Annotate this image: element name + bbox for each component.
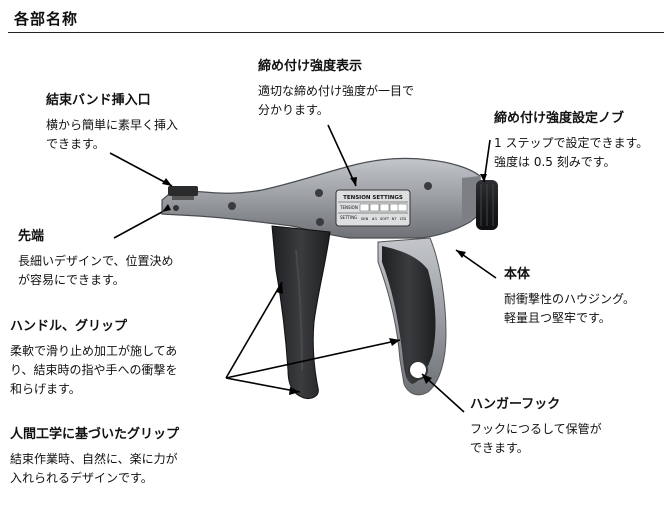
label-tension-display-desc: 適切な締め付け強度が一目で 分かります。 <box>258 84 415 117</box>
label-ergonomic-desc: 結束作業時、自然に、楽に力が 入れられるデザインです。 <box>10 452 178 485</box>
band-insert-slot <box>168 186 198 196</box>
label-hanger-heading: ハンガーフック <box>470 397 561 412</box>
svg-text:NT: NT <box>392 217 398 221</box>
svg-text:#1: #1 <box>372 217 377 221</box>
label-tension-display: 締め付け強度表示 適切な締め付け強度が一目で 分かります。 <box>258 58 414 120</box>
leader-handle-3 <box>225 339 401 379</box>
screw <box>228 202 236 210</box>
label-body: 本体 耐衝撃性のハウジング。 軽量且つ堅牢です。 <box>504 266 635 328</box>
leader-tip <box>113 211 163 239</box>
label-tension-knob-desc: 1 ステップで設定できます。 強度は 0.5 刻みです。 <box>494 136 649 169</box>
leader-tension-display <box>327 124 357 187</box>
label-tension-knob-heading: 締め付け強度設定ノブ <box>494 111 625 126</box>
tension-knob <box>462 176 480 222</box>
label-handle: ハンドル、グリップ 柔軟で滑り止め加工が施してあ り、結束時の指や手への衝撃を … <box>10 318 178 399</box>
label-handle-desc: 柔軟で滑り止め加工が施してあ り、結束時の指や手への衝撃を 和らげます。 <box>10 344 178 396</box>
svg-text:GEN: GEN <box>361 217 369 221</box>
leader-handle-2 <box>225 377 301 393</box>
screw <box>424 182 432 190</box>
label-ergonomic-heading: 人間工学に基づいたグリップ <box>10 427 180 442</box>
leader-band-insert <box>109 152 173 187</box>
svg-text:SOFT: SOFT <box>380 217 390 221</box>
title-divider <box>8 32 664 33</box>
screw <box>315 189 323 197</box>
panel-row1-label: TENSION <box>339 205 358 210</box>
label-tip: 先端 長細いデザインで、位置決め が容易にできます。 <box>18 228 174 290</box>
panel-row2-label: SETTING <box>340 215 357 220</box>
tool-body <box>161 157 481 239</box>
tension-settings-panel: TENSION SETTINGS TENSION SETTING GEN #1 … <box>335 189 411 227</box>
panel-cells: GEN #1 SOFT NT LTD <box>359 203 408 221</box>
label-tension-knob: 締め付け強度設定ノブ 1 ステップで設定できます。 強度は 0.5 刻みです。 <box>494 110 648 172</box>
label-handle-heading: ハンドル、グリップ <box>10 319 128 334</box>
panel-title: TENSION SETTINGS <box>343 195 403 201</box>
label-band-insert-heading: 結束バンド挿入口 <box>46 93 151 108</box>
trigger-grip <box>382 246 436 384</box>
svg-text:LTD: LTD <box>400 217 407 221</box>
label-hanger-desc: フックにつるして保管が できます。 <box>470 422 602 455</box>
label-band-insert: 結束バンド挿入口 横から簡単に素早く挿入 できます。 <box>46 92 178 154</box>
screw <box>316 218 324 226</box>
label-body-desc: 耐衝撃性のハウジング。 軽量且つ堅牢です。 <box>504 292 636 325</box>
label-band-insert-desc: 横から簡単に素早く挿入 できます。 <box>46 118 179 151</box>
label-hanger: ハンガーフック フックにつるして保管が できます。 <box>470 396 602 458</box>
label-body-heading: 本体 <box>504 267 531 282</box>
page-title: 各部名称 <box>14 10 79 28</box>
label-ergonomic: 人間工学に基づいたグリップ 結束作業時、自然に、楽に力が 入れられるデザインです… <box>10 426 179 488</box>
label-tension-display-heading: 締め付け強度表示 <box>258 59 363 74</box>
leader-arrowheads <box>162 174 487 395</box>
label-tip-desc: 長細いデザインで、位置決め が容易にできます。 <box>18 254 174 287</box>
leader-handle-1 <box>225 281 283 379</box>
label-tip-heading: 先端 <box>18 229 45 244</box>
